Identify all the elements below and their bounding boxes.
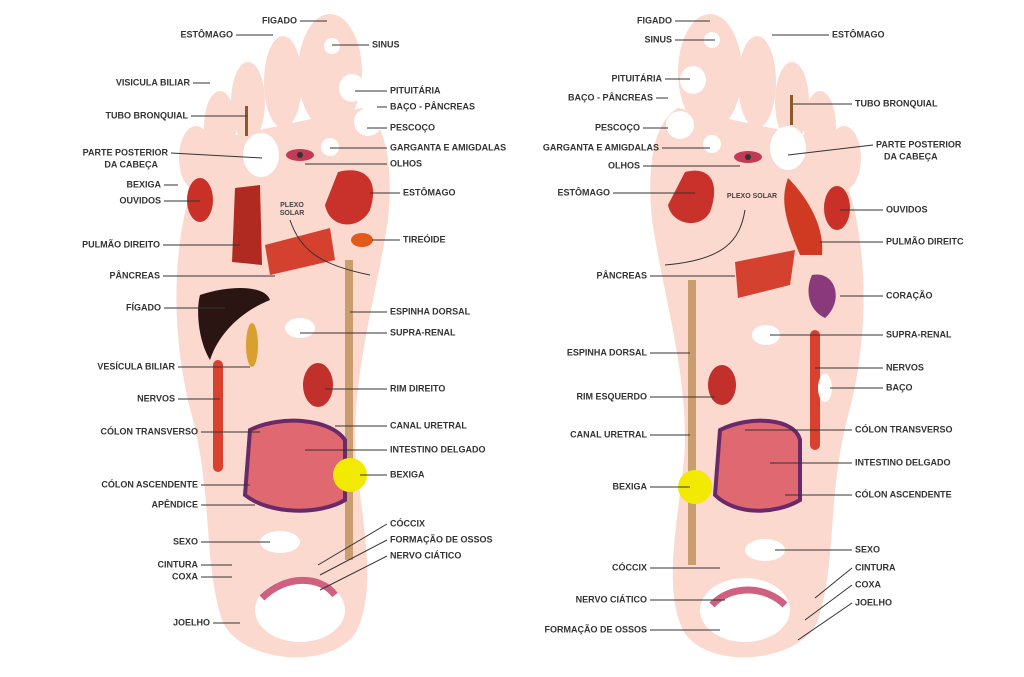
right_foot-label: CÓLON TRANSVERSO [855,424,953,435]
right-plexo-solar-label: PLEXO SOLAR [726,193,778,200]
right_foot-leader-line [787,144,874,156]
right_foot-label: PESCOÇO [594,122,640,133]
left_foot-label: PARTE POSTERIOR [82,147,168,158]
right_foot-label: PÂNCREAS [596,270,647,281]
left_foot-label: ESPINHA DORSAL [390,306,471,317]
left_foot-label: SEXO [172,536,198,547]
left_foot-label: PESCOÇO [390,122,436,133]
left_foot-label: PITUITÁRIA [390,85,441,96]
left_foot-label: NERVOS [137,393,175,404]
right_foot-label: FORMAÇÃO DE OSSOS [544,624,647,635]
left_foot-leader-line [317,523,388,566]
left_foot-label: INTESTINO DELGADO [390,444,486,455]
left_foot-label: ESTÔMAGO [180,29,233,40]
left_foot-label: CÓLON TRANSVERSO [100,426,198,437]
left_foot-label: VESÍCULA BILIAR [97,361,175,372]
left_foot-label: PULMÃO DIREITO [82,239,160,250]
right_foot-label: CÓCCIX [611,562,647,573]
left_foot-label: CÓCCIX [390,518,426,529]
left_foot-label: GARGANTA E AMIGDALAS [390,142,507,153]
right_foot-leader-line [804,584,853,621]
right_foot-label: BEXIGA [612,481,647,492]
left_foot-label: FIGADO [262,15,297,26]
left-foot-organs [187,38,382,642]
right_foot-label: COXA [855,579,882,590]
right_foot-label: CORAÇÃO [886,290,933,301]
right_foot-leader-line [797,602,853,641]
right_foot-label: TUBO BRONQUIAL [855,98,938,109]
right_foot-label: ESTÔMAGO [557,187,610,198]
right_foot-label: DA CABEÇA [884,151,938,162]
left_foot-label: SINUS [372,39,400,50]
right_foot-leader-line [814,567,853,599]
right_foot-label: SUPRA-RENAL [886,329,952,340]
left_foot-leader-line [319,555,388,591]
right_foot-label: ESPINHA DORSAL [566,347,647,358]
right_foot-label: PULMÃO DIREITC [886,236,964,247]
right_foot-label: BAÇO [886,382,913,393]
left_foot-label: APÊNDICE [151,499,198,510]
left_foot-label: CÓLON ASCENDENTE [101,479,198,490]
left_foot-leader-line [170,152,263,159]
right_foot-label: NERVO CIÁTICO [575,594,647,605]
left_foot-label: RIM DIREITO [390,383,446,394]
right_foot-label: OUVIDOS [886,204,928,215]
left_foot-label: JOELHO [172,617,210,628]
left_foot-label: COXA [171,571,198,582]
right_foot-label: BAÇO - PÂNCREAS [567,92,653,103]
right_foot-label: SEXO [855,544,881,555]
left_foot-label: PÂNCREAS [109,270,160,281]
right-foot-organs [664,32,850,642]
right_foot-label: CANAL URETRAL [570,429,647,440]
right_foot-label: INTESTINO DELGADO [855,457,951,468]
left_foot-label: SUPRA-RENAL [390,327,456,338]
right_foot-label: GARGANTA E AMIGDALAS [542,142,659,153]
right_foot-label: CINTURA [855,562,896,573]
left_foot-label: TUBO BRONQUIAL [105,110,189,121]
right_foot-label: ESTÔMAGO [832,29,885,40]
left_foot-label: NERVO CIÁTICO [390,550,462,561]
left_foot-label: DA CABEÇA [104,159,158,170]
left_foot-label: OLHOS [390,158,423,169]
right_foot-label: PITUITÁRIA [611,73,663,84]
right_foot-label: RIM ESQUERDO [576,391,647,402]
left_foot-label: TIREÓIDE [403,234,446,245]
left_foot-label: BEXIGA [390,469,425,480]
left_foot-label: OUVIDOS [119,195,161,206]
left_foot-label: BAÇO - PÂNCREAS [390,101,476,112]
left_foot-leader-line [319,539,388,576]
left_foot-label: ESTÔMAGO [403,187,456,198]
right_foot-label: CÓLON ASCENDENTE [855,489,952,500]
left_foot-label: BEXIGA [126,179,161,190]
right_foot-label: FIGADO [637,15,672,26]
left_foot-label: CINTURA [157,559,199,570]
left-plexo-solar-label: PLEXO SOLAR [279,202,305,217]
right_foot-label: SINUS [644,34,672,45]
right_foot-label: OLHOS [607,160,640,171]
left_foot-label: FÍGADO [126,302,161,313]
right_foot-label: PARTE POSTERIOR [876,139,962,150]
right_foot-label: JOELHO [855,597,893,608]
left_foot-label: CANAL URETRAL [390,420,467,431]
right_foot-label: NERVOS [886,362,924,373]
left_foot-label: VISICULA BILIAR [115,77,190,88]
left_foot-label: FORMAÇÃO DE OSSOS [390,534,493,545]
